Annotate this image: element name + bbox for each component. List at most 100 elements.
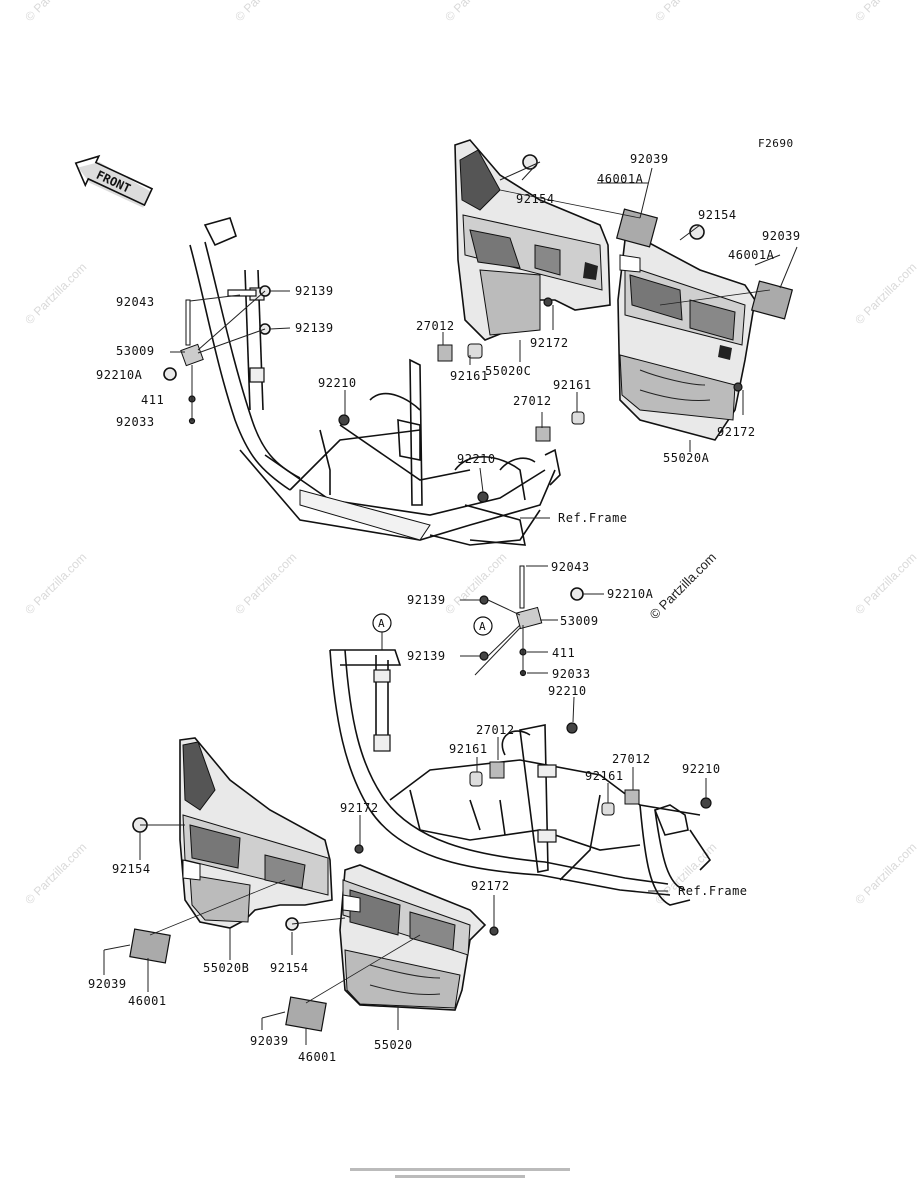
middle-hardware: A bbox=[460, 565, 604, 677]
part-label: 92139 bbox=[295, 284, 334, 298]
nut-92210-a bbox=[338, 414, 350, 426]
nut-92210-c bbox=[566, 722, 578, 734]
part-label: 92154 bbox=[112, 862, 151, 876]
bolt-92043-b bbox=[519, 565, 525, 609]
part-label: 92172 bbox=[340, 801, 379, 815]
part-label: 92039 bbox=[250, 1034, 289, 1048]
part-label: 92033 bbox=[116, 415, 155, 429]
nut-92210-d bbox=[700, 797, 712, 809]
bush-92161-b bbox=[571, 411, 585, 425]
watermark-text: © Partzilla.com bbox=[232, 550, 299, 617]
panel-55020C bbox=[454, 139, 611, 341]
upper-hardware bbox=[163, 154, 794, 503]
part-label: 27012 bbox=[513, 394, 552, 408]
part-label: 46001A bbox=[597, 172, 644, 186]
nut-92210A-b bbox=[570, 587, 584, 601]
part-label: 92039 bbox=[88, 977, 127, 991]
collar-92139-c bbox=[479, 595, 489, 605]
watermark-text: © Partzilla.com bbox=[852, 260, 917, 327]
clip-46001-a bbox=[129, 928, 171, 964]
part-label: 92210 bbox=[682, 762, 721, 776]
part-label: 92210 bbox=[548, 684, 587, 698]
clip-46001-b bbox=[285, 996, 327, 1032]
screw-92172-c bbox=[354, 844, 364, 854]
watermark-text: © Partzilla.com bbox=[652, 0, 719, 24]
footer-copyright bbox=[350, 1168, 570, 1178]
clamp-27012-c bbox=[489, 761, 505, 779]
part-label: 27012 bbox=[612, 752, 651, 766]
watermark-text: © Partzilla.com bbox=[647, 550, 720, 623]
figure-code: F2690 bbox=[758, 137, 794, 150]
watermark-text: © Partzilla.com bbox=[852, 840, 917, 907]
clip-46001A-b bbox=[750, 280, 794, 320]
panel-55020 bbox=[339, 864, 487, 1011]
middle-labels: 92043 92210A 92139 53009 411 92139 92033 bbox=[407, 560, 654, 681]
part-label: 92154 bbox=[698, 208, 737, 222]
watermark-text: © Partzilla.com bbox=[22, 260, 89, 327]
watermark-text: © Partzilla.com bbox=[442, 550, 509, 617]
collar-92139-d bbox=[479, 651, 489, 661]
upper-leaders bbox=[170, 161, 798, 519]
part-label: 53009 bbox=[560, 614, 599, 628]
upper-labels: 92154 46001A 92039 92154 92039 46001A 92… bbox=[96, 152, 801, 525]
callout-a-text: A bbox=[378, 617, 385, 630]
watermark-text: © Partzilla.com bbox=[22, 0, 89, 24]
bolt-92154-a bbox=[522, 154, 538, 170]
part-label: 92172 bbox=[530, 336, 569, 350]
part-label: 27012 bbox=[476, 723, 515, 737]
part-label: 92210 bbox=[318, 376, 357, 390]
part-label: 92210A bbox=[607, 587, 654, 601]
part-label: 411 bbox=[552, 646, 575, 660]
screw-92172-b bbox=[733, 382, 743, 392]
part-label: 92172 bbox=[471, 879, 510, 893]
watermark-text: © Partzilla.com bbox=[232, 0, 299, 24]
panel-55020A bbox=[617, 237, 756, 441]
bracket-53009-a bbox=[180, 343, 204, 367]
part-label: 92139 bbox=[407, 593, 446, 607]
part-label: 92043 bbox=[116, 295, 155, 309]
part-label: 55020B bbox=[203, 961, 249, 975]
lower-labels: 92210 27012 92161 27012 92161 92210 9217… bbox=[88, 684, 748, 1064]
part-label: 92161 bbox=[449, 742, 488, 756]
nut-92210-b bbox=[477, 491, 489, 503]
callout-a-circle: A bbox=[372, 613, 392, 633]
screw-92172-a bbox=[543, 297, 553, 307]
clamp-27012-b bbox=[535, 426, 551, 442]
part-label: 92154 bbox=[516, 192, 555, 206]
watermark-text: © Partzilla.com bbox=[852, 550, 917, 617]
part-label: 92039 bbox=[762, 229, 801, 243]
callout-a-text: A bbox=[479, 620, 486, 633]
part-label: 92039 bbox=[630, 152, 669, 166]
nut-92210A-a bbox=[163, 367, 177, 381]
screw-92172-d bbox=[489, 926, 499, 936]
part-label: 55020A bbox=[663, 451, 710, 465]
part-label: 55020C bbox=[485, 364, 531, 378]
clamp-27012-d bbox=[624, 789, 640, 805]
bush-92161-a bbox=[467, 343, 483, 359]
watermark-text: © Partzilla.com bbox=[442, 0, 509, 24]
part-label: 53009 bbox=[116, 344, 155, 358]
part-label: 92043 bbox=[551, 560, 590, 574]
part-label: 55020 bbox=[374, 1038, 413, 1052]
part-label: 46001 bbox=[298, 1050, 337, 1064]
part-label: 46001 bbox=[128, 994, 167, 1008]
part-label: 46001A bbox=[728, 248, 775, 262]
bush-92161-d bbox=[601, 802, 615, 816]
watermark-text: © Partzilla.com bbox=[22, 550, 89, 617]
upper-frame bbox=[189, 217, 561, 546]
panel-55020B bbox=[179, 737, 333, 929]
part-label: 92210A bbox=[96, 368, 143, 382]
part-label: Ref.Frame bbox=[678, 884, 748, 898]
part-label: 92139 bbox=[407, 649, 446, 663]
part-label: 92154 bbox=[270, 961, 309, 975]
part-label: 92210 bbox=[457, 452, 496, 466]
part-label: 92033 bbox=[552, 667, 591, 681]
watermark-text: © Partzilla.com bbox=[22, 840, 89, 907]
part-label: 92161 bbox=[553, 378, 592, 392]
part-label: 92161 bbox=[450, 369, 489, 383]
part-label: 92139 bbox=[295, 321, 334, 335]
part-label: 92172 bbox=[717, 425, 756, 439]
part-label: 411 bbox=[141, 393, 164, 407]
lower-leaders bbox=[103, 696, 707, 1045]
